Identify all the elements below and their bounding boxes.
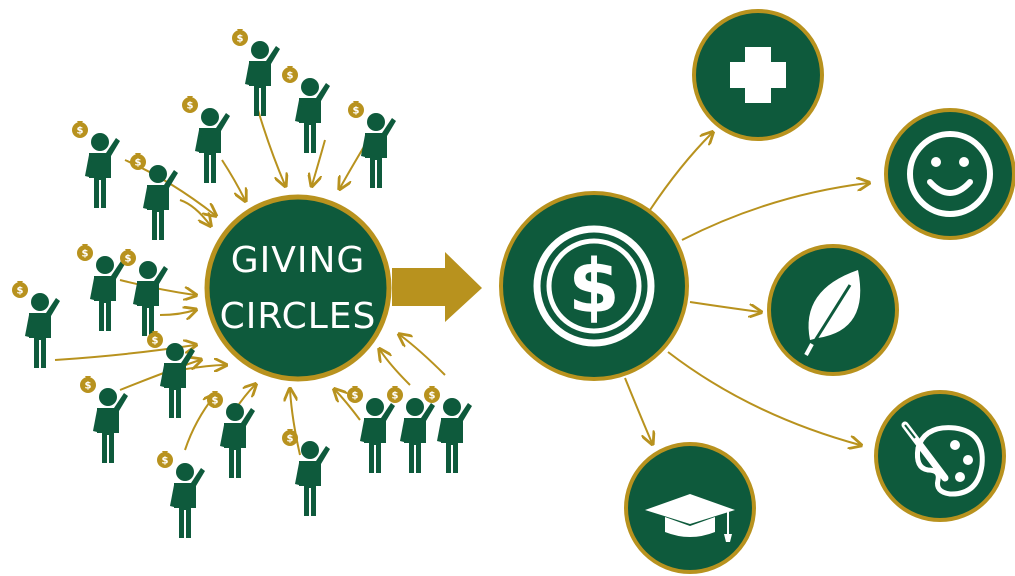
person-with-money-bag-icon	[282, 429, 330, 516]
person-with-money-bag-icon	[348, 101, 396, 188]
cause-smiley-node	[884, 108, 1015, 240]
arrow-to-leaf	[689, 301, 760, 312]
person-with-money-bag-icon	[182, 96, 230, 183]
person-with-money-bag-icon	[232, 29, 280, 116]
svg-text:$: $	[568, 244, 620, 330]
leaf-icon	[804, 270, 861, 356]
arrow-donor	[179, 199, 210, 225]
arrow-donor	[312, 139, 326, 185]
graduation-cap-icon	[645, 494, 735, 542]
cause-arrows	[624, 133, 868, 445]
cause-education-node	[624, 442, 756, 574]
person-with-money-bag-icon	[147, 331, 195, 418]
dollar-coin-icon: $	[533, 225, 655, 347]
arrow-to-palette	[667, 351, 860, 445]
arrow-donor	[159, 310, 195, 315]
arrow-donor	[380, 350, 411, 386]
smiley-face-icon	[907, 131, 993, 217]
cause-palette-node	[874, 390, 1006, 522]
arrow-donor	[221, 159, 245, 200]
arrow-donor	[340, 144, 366, 188]
arrow-donor	[400, 335, 446, 376]
flow-arrow	[392, 252, 482, 322]
person-with-money-bag-icon	[424, 386, 472, 473]
person-with-money-bag-icon	[157, 451, 205, 538]
person-with-money-bag-icon	[120, 249, 168, 336]
arrow-to-education	[624, 377, 652, 443]
person-with-money-bag-icon	[130, 153, 178, 240]
paint-palette-icon	[901, 421, 985, 497]
arrow-donor	[179, 365, 225, 370]
person-with-money-bag-icon	[347, 386, 395, 473]
person-with-money-bag-icon	[72, 121, 120, 208]
person-with-money-bag-icon	[282, 66, 330, 153]
arrow-donor	[257, 109, 285, 185]
person-with-money-bag-icon	[77, 244, 125, 331]
cause-leaf-node	[767, 244, 899, 376]
person-with-money-bag-icon	[207, 391, 255, 478]
giving-circles-node: GIVING CIRCLES	[204, 194, 392, 382]
center-label-line1: GIVING	[231, 240, 366, 281]
cause-medical-node	[692, 9, 824, 141]
person-with-money-bag-icon	[12, 281, 60, 368]
arrow-to-smiley	[681, 183, 868, 241]
arrow-donor	[335, 390, 361, 421]
medical-cross-icon	[730, 47, 786, 103]
arrow-donor	[119, 360, 200, 391]
arrow-to-medical	[649, 133, 712, 211]
arrow-donor	[290, 390, 301, 456]
center-label-line2: CIRCLES	[220, 296, 377, 337]
dollar-hub-node: $	[499, 191, 689, 381]
